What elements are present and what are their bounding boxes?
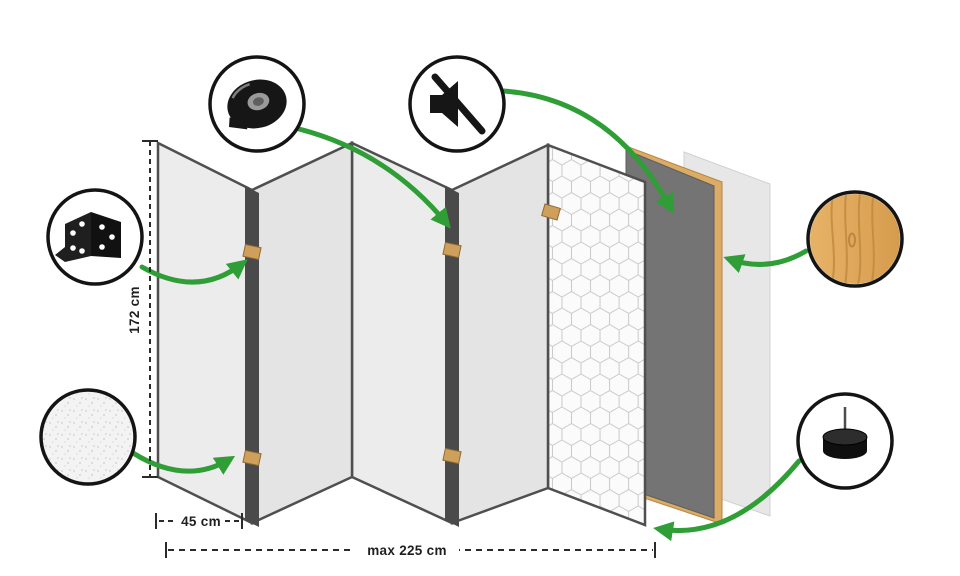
screen-panel-3 — [350, 141, 454, 525]
arrow-feltpad — [653, 458, 802, 542]
callout-mute — [408, 55, 506, 153]
callout-tape — [208, 55, 306, 153]
hinge-icon — [55, 212, 121, 262]
fabric-texture-icon — [43, 392, 133, 482]
panel-width-label: 45 cm — [181, 514, 221, 529]
hinge-piece — [541, 203, 561, 221]
callout-texture — [39, 388, 137, 486]
arrow-wood — [723, 248, 809, 274]
max-width-label: max 225 cm — [367, 543, 447, 558]
hinge-piece — [442, 241, 462, 259]
arrow-tape — [296, 126, 451, 229]
screen-panel-2 — [250, 141, 354, 525]
arrow-hinge — [139, 259, 248, 285]
hinge-piece — [242, 449, 262, 467]
speaker-muted-icon — [430, 73, 486, 135]
wood-texture-icon — [830, 194, 875, 284]
fold-edge-strip — [445, 186, 459, 527]
screen-panel-4 — [450, 143, 550, 525]
screen-panel-1 — [156, 140, 254, 526]
patterned-panel — [546, 143, 647, 527]
hinge-piece — [442, 447, 462, 465]
arrow-texture — [130, 450, 236, 475]
fold-edge-strip — [245, 186, 259, 527]
felt-pad-icon — [822, 407, 868, 459]
callout-wood — [806, 190, 904, 288]
callout-feltpad — [796, 392, 894, 490]
label-backplate — [355, 540, 459, 559]
arrow-mute — [501, 88, 674, 215]
tape-roll-icon — [227, 79, 287, 130]
height-label: 172 cm — [127, 286, 142, 334]
callout-hinge — [46, 188, 144, 286]
hinge-piece — [242, 243, 262, 261]
